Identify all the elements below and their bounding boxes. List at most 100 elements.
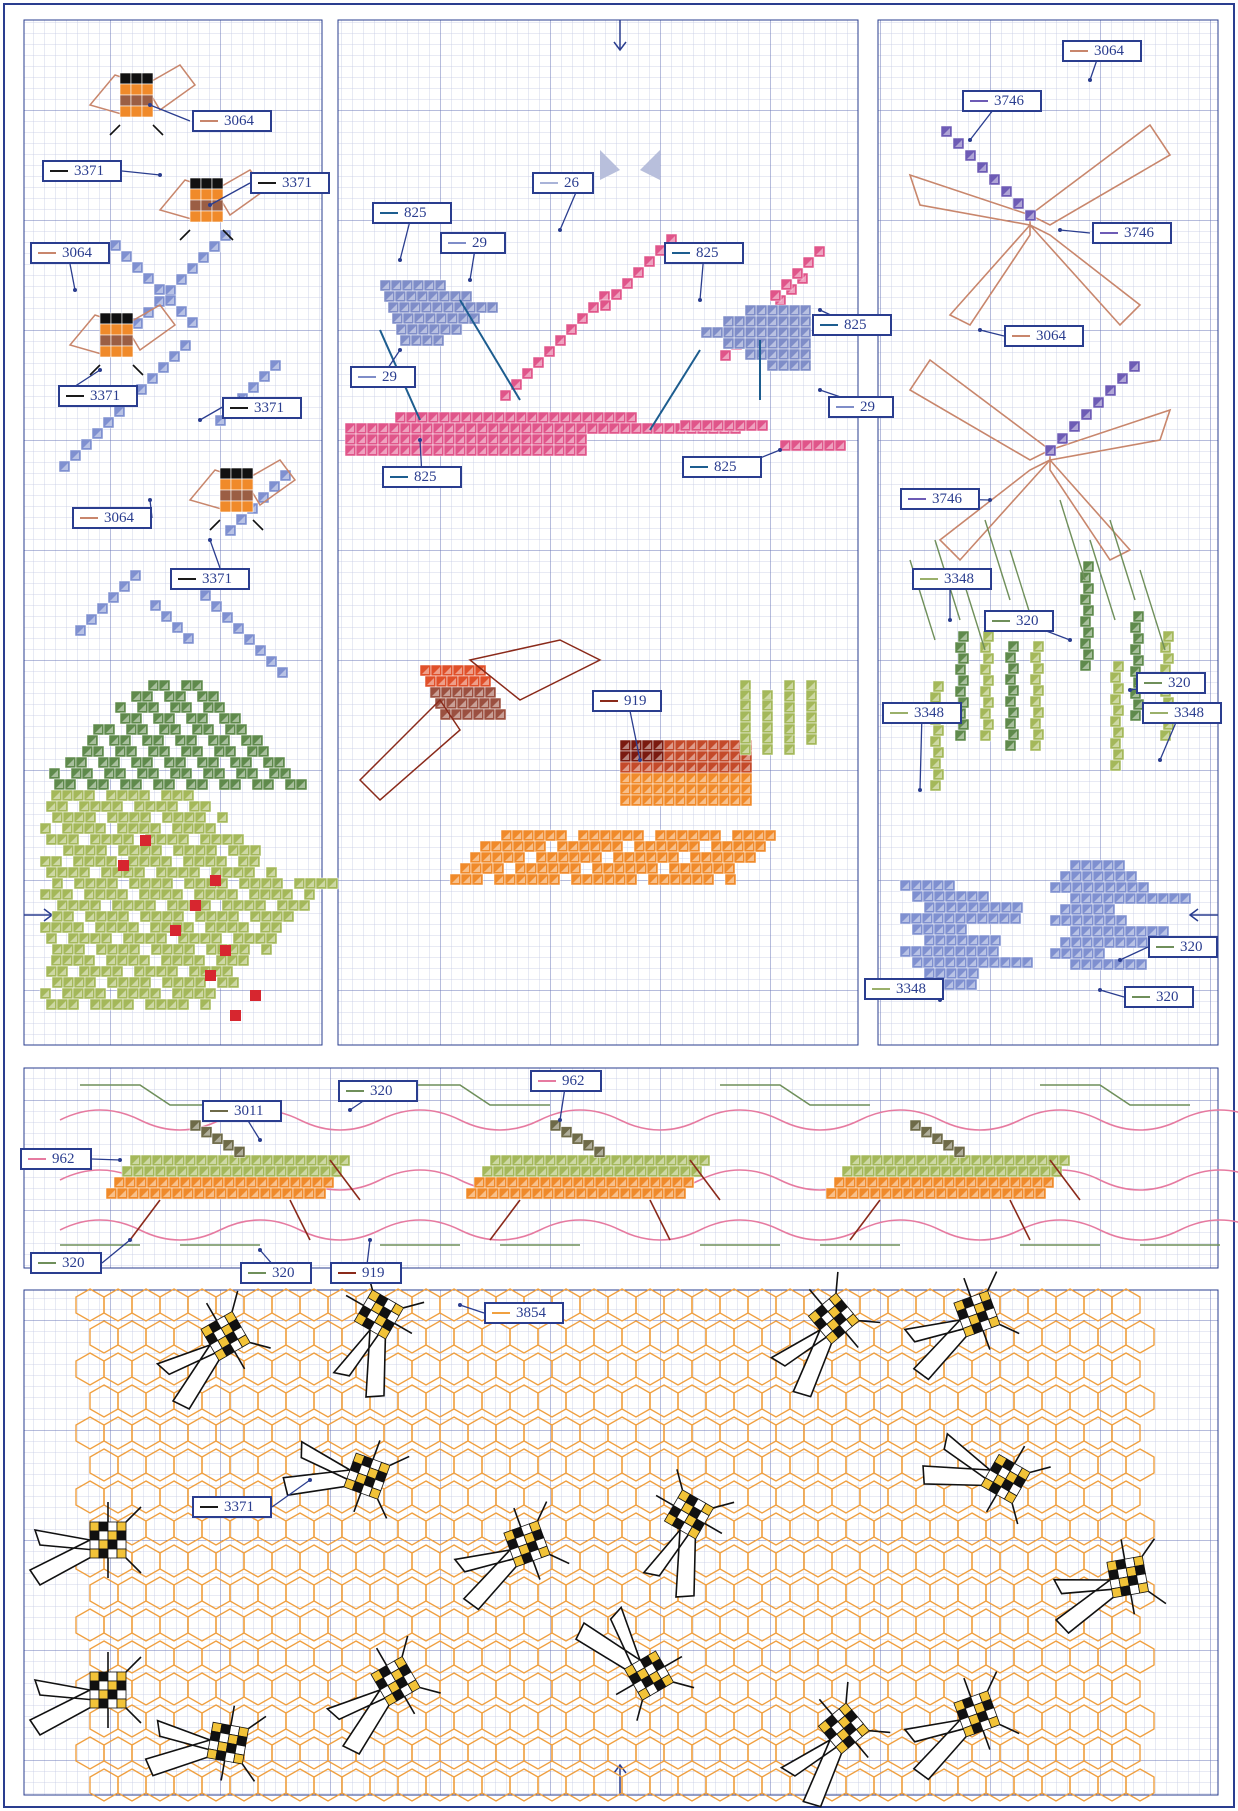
floss-number: 3064 bbox=[1036, 328, 1066, 345]
bee-body-stitch bbox=[190, 200, 201, 211]
color-label-825: 825 bbox=[682, 456, 762, 478]
floss-number: 3371 bbox=[224, 1499, 254, 1516]
color-label-3348: 3348 bbox=[912, 568, 992, 590]
bee-body-stitch bbox=[220, 479, 231, 490]
apple-stitch bbox=[205, 970, 216, 981]
bee-body-stitch bbox=[231, 490, 242, 501]
apple-stitch bbox=[190, 900, 201, 911]
bee-body-stitch bbox=[90, 1672, 99, 1681]
bee-body-stitch bbox=[131, 84, 142, 95]
bee-body-stitch bbox=[117, 1540, 126, 1549]
bee-body-stitch bbox=[242, 490, 253, 501]
floss-number: 962 bbox=[562, 1073, 585, 1090]
bee-body-stitch bbox=[90, 1690, 99, 1699]
color-label-3746: 3746 bbox=[962, 90, 1042, 112]
bee-body-stitch bbox=[220, 490, 231, 501]
color-label-3746: 3746 bbox=[1092, 222, 1172, 244]
floss-number: 3064 bbox=[1094, 43, 1124, 60]
leader-arrowhead bbox=[148, 498, 152, 502]
floss-number: 3746 bbox=[932, 491, 962, 508]
leader-arrowhead bbox=[698, 298, 702, 302]
color-label-3371: 3371 bbox=[170, 568, 250, 590]
bee-body-stitch bbox=[111, 313, 122, 324]
bee-body-stitch bbox=[99, 1690, 108, 1699]
swatch bbox=[28, 1158, 46, 1160]
floss-number: 29 bbox=[382, 369, 397, 386]
bee-body-stitch bbox=[231, 479, 242, 490]
leader-arrowhead bbox=[348, 1108, 352, 1112]
leader-arrowhead bbox=[1098, 988, 1102, 992]
floss-number: 3746 bbox=[1124, 225, 1154, 242]
bee-body-stitch bbox=[108, 1540, 117, 1549]
swatch bbox=[1150, 712, 1168, 714]
color-label-3064: 3064 bbox=[30, 242, 110, 264]
leader-arrowhead bbox=[978, 328, 982, 332]
swatch bbox=[358, 376, 376, 378]
floss-number: 825 bbox=[404, 205, 427, 222]
floss-number: 3371 bbox=[202, 571, 232, 588]
bee-body-stitch bbox=[108, 1672, 117, 1681]
bee-body-stitch bbox=[122, 324, 133, 335]
leader-arrowhead bbox=[258, 1138, 262, 1142]
leader-arrowhead bbox=[1088, 78, 1092, 82]
swatch bbox=[492, 1312, 510, 1314]
leader-arrowhead bbox=[458, 1303, 462, 1307]
bee-body-stitch bbox=[212, 200, 223, 211]
color-label-320: 320 bbox=[1124, 986, 1194, 1008]
bee-body-stitch bbox=[90, 1549, 99, 1558]
panel-birds-frog bbox=[338, 20, 858, 1045]
bee-body-stitch bbox=[108, 1549, 117, 1558]
color-label-3746: 3746 bbox=[900, 488, 980, 510]
bee-body-stitch bbox=[99, 1522, 108, 1531]
floss-number: 825 bbox=[714, 459, 737, 476]
leader-arrowhead bbox=[1058, 228, 1062, 232]
floss-number: 320 bbox=[1180, 939, 1203, 956]
leader-arrowhead bbox=[128, 1238, 132, 1242]
floss-number: 3746 bbox=[994, 93, 1024, 110]
color-label-825: 825 bbox=[812, 314, 892, 336]
swatch bbox=[872, 988, 890, 990]
bee-body-stitch bbox=[117, 1681, 126, 1690]
leader-arrowhead bbox=[258, 1248, 262, 1252]
floss-number: 919 bbox=[362, 1265, 385, 1282]
bee-body-stitch bbox=[233, 1754, 243, 1764]
leader-arrowhead bbox=[118, 1158, 122, 1162]
bee-body-stitch bbox=[108, 1699, 117, 1708]
color-label-825: 825 bbox=[382, 466, 462, 488]
floss-number: 3854 bbox=[516, 1305, 546, 1322]
apple-stitch bbox=[118, 860, 129, 871]
swatch bbox=[1144, 682, 1162, 684]
swatch bbox=[672, 252, 690, 254]
leader-arrowhead bbox=[158, 173, 162, 177]
swatch bbox=[540, 182, 558, 184]
color-label-825: 825 bbox=[664, 242, 744, 264]
swatch bbox=[970, 100, 988, 102]
leader-arrowhead bbox=[918, 788, 922, 792]
apple-stitch bbox=[250, 990, 261, 1001]
leader-arrowhead bbox=[398, 258, 402, 262]
leader-arrowhead bbox=[1118, 958, 1122, 962]
bee-body-stitch bbox=[131, 73, 142, 84]
bee-body-stitch bbox=[99, 1549, 108, 1558]
leader-arrowhead bbox=[98, 368, 102, 372]
floss-number: 3348 bbox=[944, 571, 974, 588]
color-label-825: 825 bbox=[372, 202, 452, 224]
floss-number: 3064 bbox=[62, 245, 92, 262]
bee-body-stitch bbox=[99, 1699, 108, 1708]
swatch bbox=[38, 252, 56, 254]
floss-number: 320 bbox=[62, 1255, 85, 1272]
bee-body-stitch bbox=[242, 501, 253, 512]
swatch bbox=[992, 620, 1010, 622]
swatch bbox=[1100, 232, 1118, 234]
color-label-962: 962 bbox=[20, 1148, 92, 1170]
bee-body-stitch bbox=[99, 1540, 108, 1549]
leader-arrowhead bbox=[208, 538, 212, 542]
bee-body-stitch bbox=[201, 189, 212, 200]
bee-body-stitch bbox=[100, 324, 111, 335]
color-label-919: 919 bbox=[592, 690, 662, 712]
color-label-3371: 3371 bbox=[42, 160, 122, 182]
swatch bbox=[820, 324, 838, 326]
swatch bbox=[346, 1090, 364, 1092]
swatch bbox=[836, 406, 854, 408]
leader-arrowhead bbox=[558, 1118, 562, 1122]
